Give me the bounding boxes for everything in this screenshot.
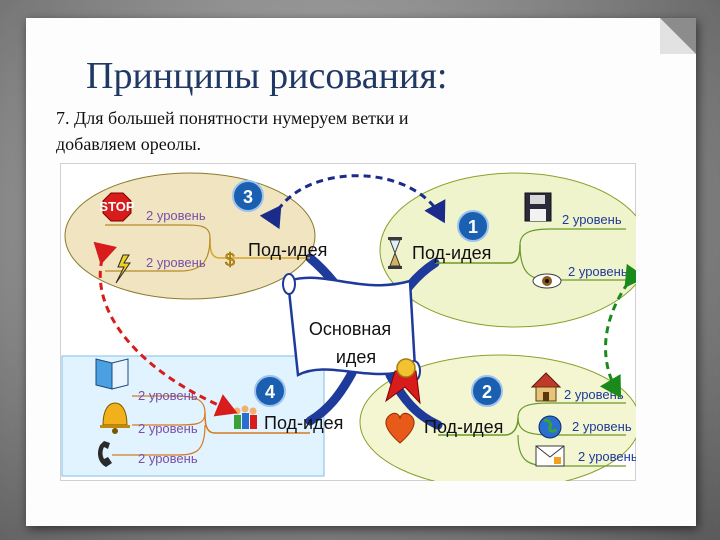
label-branch-2: Под-идея [424, 417, 503, 437]
number-branch-1: 1 [468, 217, 478, 237]
label-branch-3: Под-идея [248, 240, 327, 260]
slide-title: Принципы рисования: [86, 55, 448, 97]
leaf-1a-line [519, 228, 626, 246]
house-icon [530, 372, 562, 402]
globe-icon [538, 415, 562, 439]
badge-branch-2 [471, 375, 503, 407]
leaf-2c-label: 2 уровень [578, 449, 636, 464]
hourglass-icon [388, 237, 402, 269]
leaf-3b-label: 2 уровень [146, 255, 206, 270]
number-branch-2: 2 [482, 382, 492, 402]
mind-map: Основная идея 3 $ Под-идея STOP 2 уровен… [60, 163, 636, 481]
stop-sign-icon [102, 192, 132, 222]
trunk-branch-4 [305, 368, 357, 426]
slide-subtitle: 7. Для большей понятности нумеруем ветки… [56, 105, 616, 157]
leaf-3a-line [105, 224, 211, 239]
book-icon [95, 358, 129, 390]
arrow-branch-3-to-4 [93, 241, 238, 417]
leaf-1b-label: 2 уровень [568, 264, 628, 279]
page-curl [660, 18, 696, 54]
leaf-1a-label: 2 уровень [562, 212, 622, 227]
stop-sign-text: STOP [99, 199, 134, 214]
subtitle-line-1: 7. Для большей понятности нумеруем ветки… [56, 108, 409, 128]
halo-branch-2 [359, 354, 636, 481]
center-scroll [282, 273, 421, 405]
center-idea-line-2: идея [336, 347, 376, 367]
dollar-icon: $ [225, 250, 235, 270]
label-branch-4: Под-идея [264, 413, 343, 433]
center-idea-line-1: Основная [309, 319, 391, 339]
badge-branch-4 [254, 375, 286, 407]
envelope-icon [535, 445, 565, 467]
leaf-3a-label: 2 уровень [146, 208, 206, 223]
people-icon [233, 405, 257, 429]
slide: Принципы рисования: 7. Для большей понят… [26, 18, 696, 526]
badge-branch-3 [232, 180, 264, 212]
subtitle-line-2: добавляем ореолы. [56, 134, 202, 154]
telephone-icon [98, 441, 112, 467]
halo-branch-3 [64, 172, 316, 300]
leaf-4c-line [112, 424, 206, 456]
leaf-2a-line [517, 402, 626, 419]
floppy-disk-icon [524, 192, 552, 222]
leaf-4a-label: 2 уровень [138, 388, 198, 403]
badge-branch-1 [457, 210, 489, 242]
leaf-2b-label: 2 уровень [572, 419, 632, 434]
leaf-4c-label: 2 уровень [138, 451, 198, 466]
label-branch-1: Под-идея [412, 243, 491, 263]
heart-icon [385, 412, 415, 444]
arrow-branch-1-to-2 [599, 263, 636, 399]
number-branch-3: 3 [243, 187, 253, 207]
leaf-4b-label: 2 уровень [138, 421, 198, 436]
eye-icon [532, 273, 562, 289]
number-branch-4: 4 [265, 382, 275, 402]
